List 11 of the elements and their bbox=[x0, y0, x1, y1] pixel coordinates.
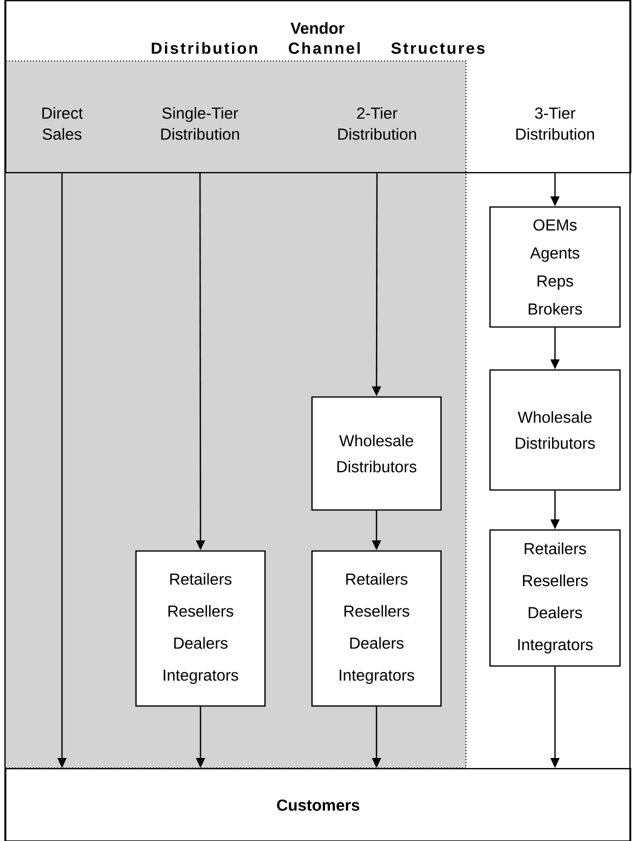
channel-box: Wholesale Distributors bbox=[489, 369, 621, 491]
column-heading: 2-Tier Distribution bbox=[338, 107, 416, 140]
channel-box: Retailers Resellers Dealers Integrators bbox=[135, 550, 266, 707]
channel-box: OEMs Agents Reps Brokers bbox=[489, 206, 621, 328]
channel-box: Wholesale Distributors bbox=[311, 396, 442, 511]
column-heading: 3-Tier Distribution bbox=[516, 107, 594, 140]
column-heading: Direct Sales bbox=[42, 107, 83, 140]
column-heading: Single-Tier Distribution bbox=[161, 107, 239, 140]
channel-box: Retailers Resellers Dealers Integrators bbox=[311, 550, 442, 707]
channel-box: Retailers Resellers Dealers Integrators bbox=[489, 529, 621, 667]
customers-band: Customers bbox=[5, 768, 632, 841]
